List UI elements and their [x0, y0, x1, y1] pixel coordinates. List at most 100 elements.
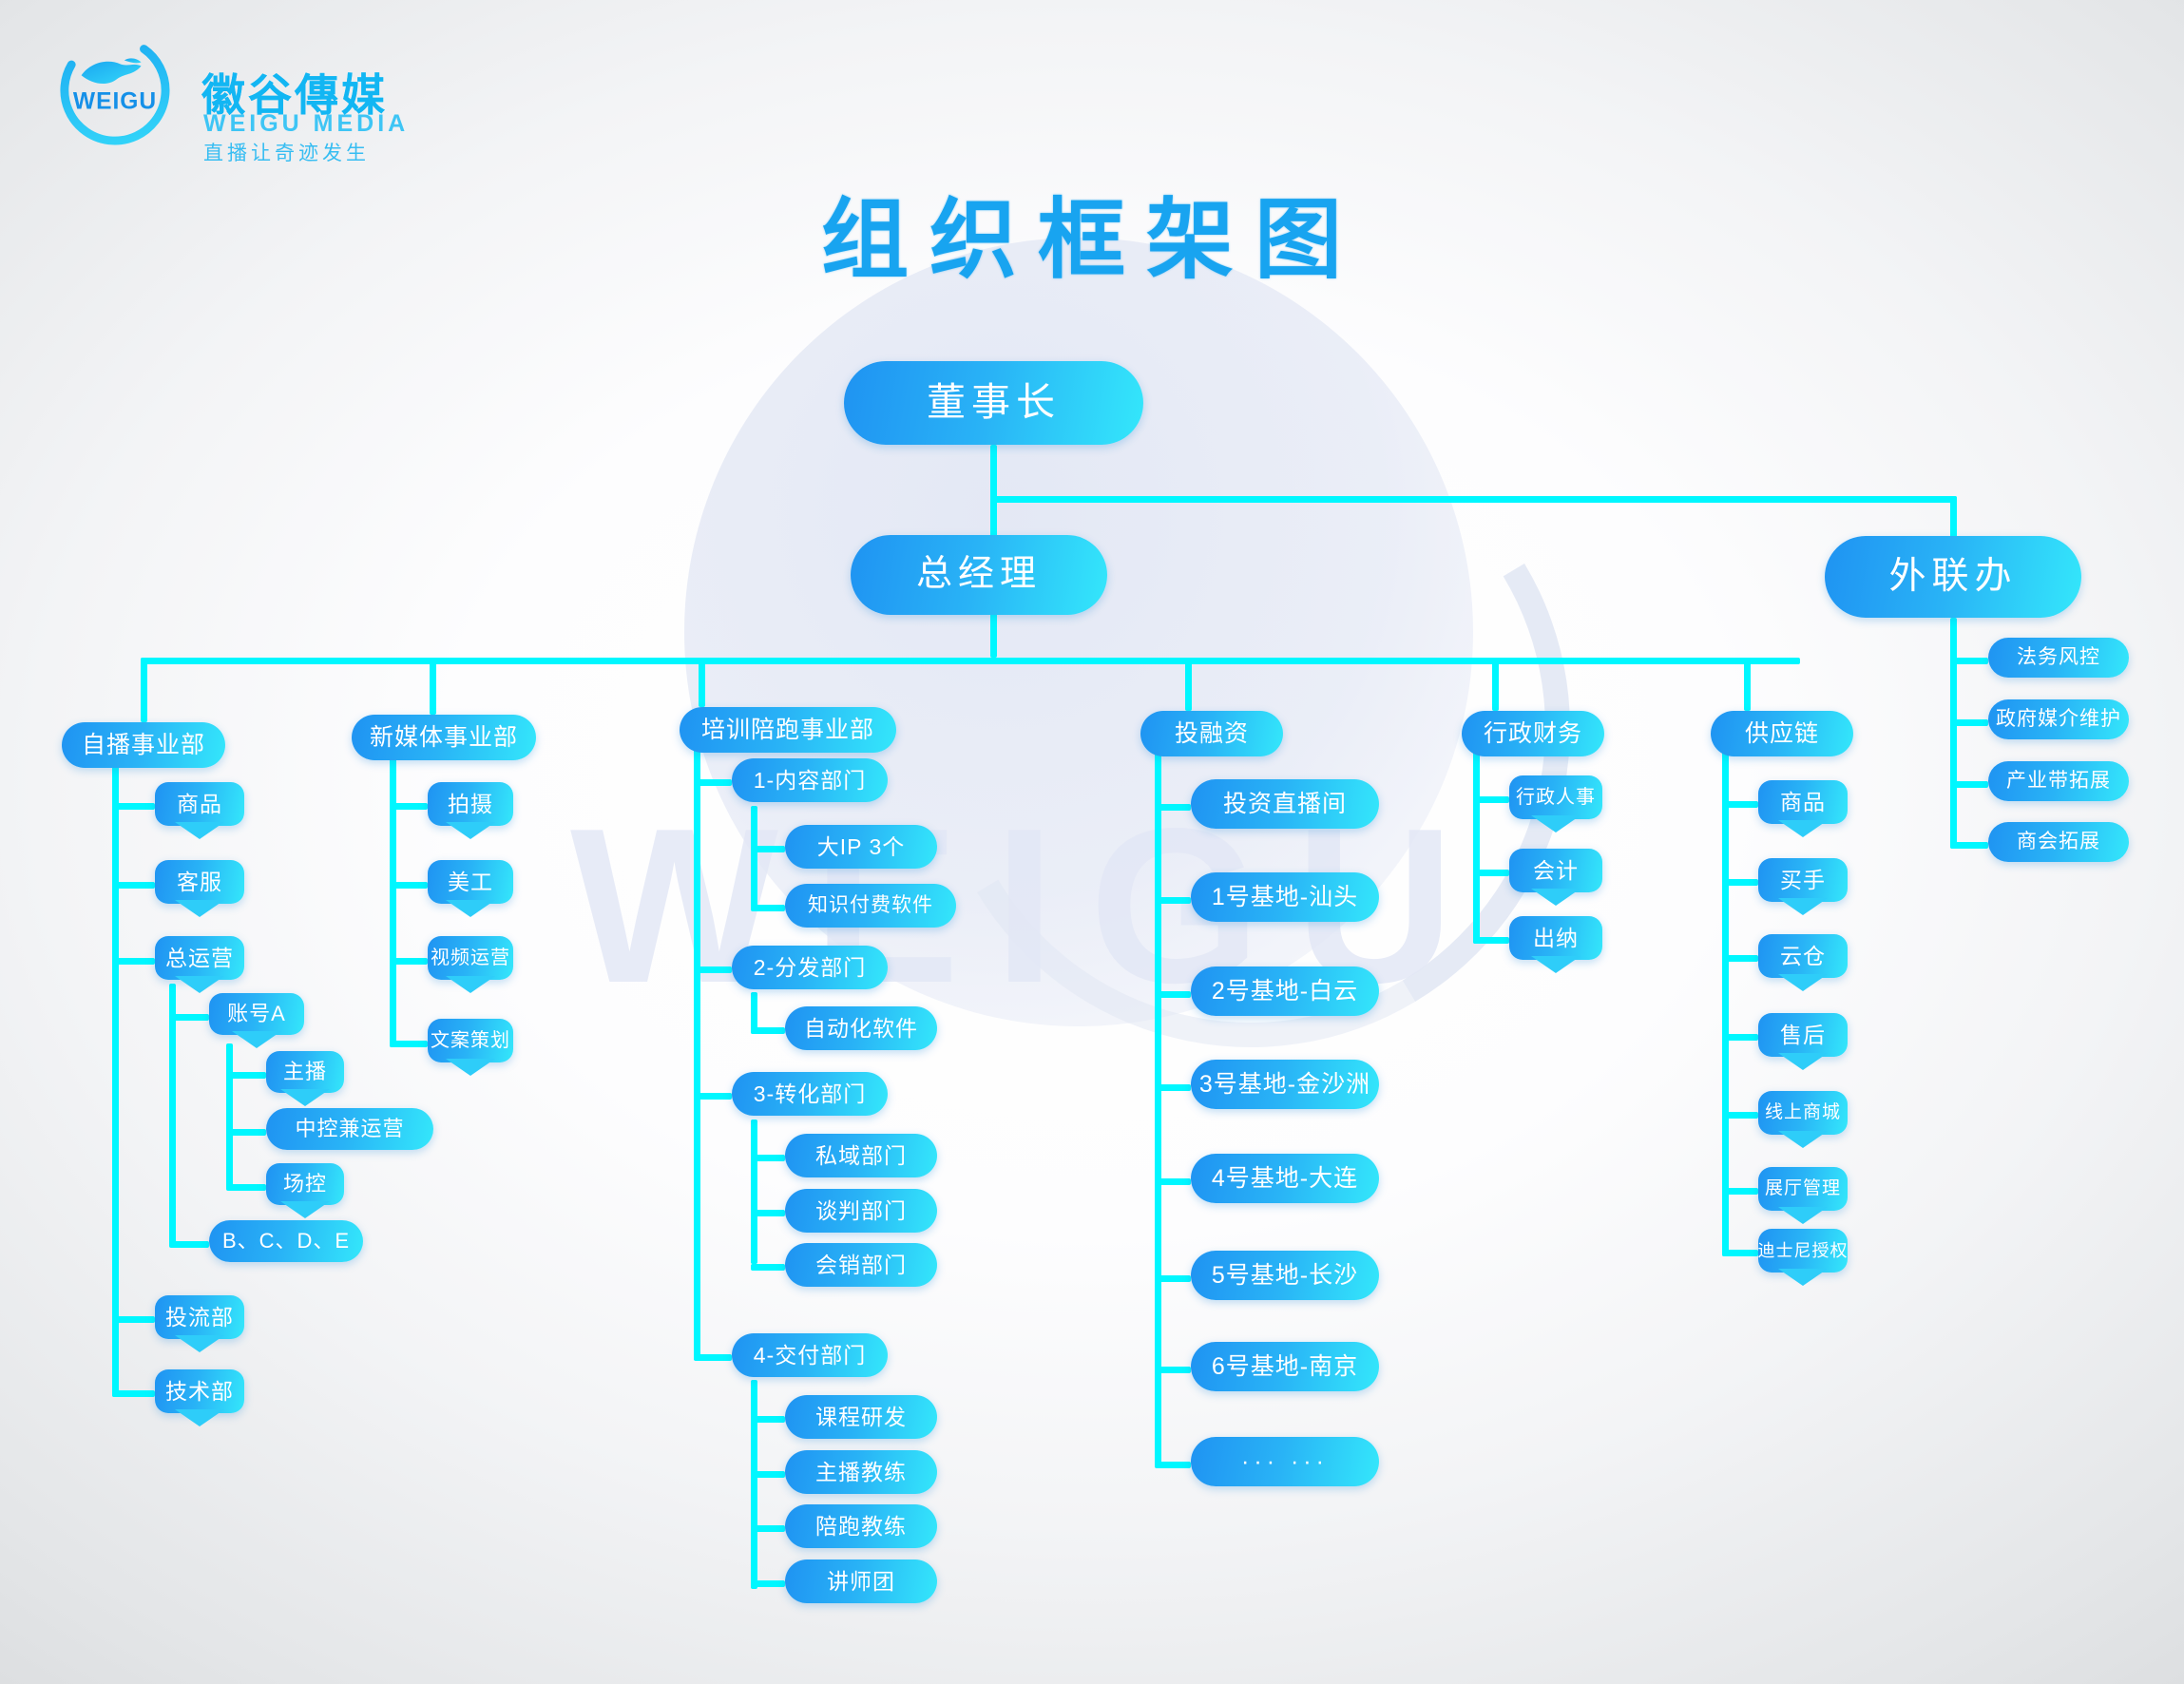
node-tr-big-ip[interactable]: 大IP 3个 [785, 825, 937, 869]
connector-tr3-b [751, 1210, 785, 1216]
connector-af-2 [1473, 870, 1509, 876]
connector-tr4-spine [751, 1380, 757, 1589]
node-tr-private-domain[interactable]: 私域部门 [785, 1134, 937, 1177]
node-ext-industry-belt[interactable]: 产业带拓展 [1988, 761, 2129, 801]
node-sb-accounts-bcde[interactable]: B、C、D、E [209, 1220, 363, 1262]
node-iv-base-4-dalian[interactable]: 4号基地-大连 [1191, 1154, 1379, 1203]
connector-bus-adminfin [1492, 658, 1499, 711]
node-tr-accompany-coach[interactable]: 陪跑教练 [785, 1504, 937, 1548]
brand-slogan: 直播让奇迹发生 [203, 143, 370, 164]
connector-bus-invest [1185, 658, 1192, 711]
node-admin-finance[interactable]: 行政财务 [1462, 711, 1604, 756]
node-nm-shooting[interactable]: 拍摄 [428, 782, 513, 826]
connector-main-bus [141, 658, 1800, 664]
node-tr-content-dept[interactable]: 1-内容部门 [732, 758, 888, 802]
node-af-admin-hr[interactable]: 行政人事 [1509, 775, 1602, 819]
node-general-manager[interactable]: 总经理 [851, 535, 1107, 615]
connector-tr1-spine [751, 806, 757, 910]
connector-top-bus [990, 496, 1957, 503]
node-new-media-division[interactable]: 新媒体事业部 [352, 715, 536, 760]
connector-iv-6 [1155, 1275, 1191, 1282]
node-tr-delivery-dept[interactable]: 4-交付部门 [732, 1333, 888, 1377]
node-self-broadcast-division[interactable]: 自播事业部 [62, 722, 225, 768]
connector-nm-3 [390, 958, 428, 965]
node-investment-financing[interactable]: 投融资 [1140, 711, 1283, 756]
node-sb-general-operations[interactable]: 总运营 [155, 936, 244, 980]
connector-tr-1 [694, 779, 732, 786]
node-ext-chamber[interactable]: 商会拓展 [1988, 822, 2129, 862]
node-iv-more[interactable]: ··· ··· [1191, 1437, 1379, 1486]
node-sb-account-a-floor-control[interactable]: 场控 [266, 1163, 344, 1205]
connector-tr4-a [751, 1416, 785, 1423]
connector-sb-2 [112, 882, 155, 889]
connector-sp-7 [1722, 1250, 1758, 1256]
node-sp-cloud-warehouse[interactable]: 云仓 [1758, 934, 1848, 978]
node-tr-distribution-dept[interactable]: 2-分发部门 [732, 946, 888, 989]
connector-sb-5 [112, 1390, 155, 1397]
node-sp-showroom-management[interactable]: 展厅管理 [1758, 1167, 1848, 1211]
connector-tr-spine [694, 737, 700, 1359]
node-sp-after-sales[interactable]: 售后 [1758, 1013, 1848, 1057]
node-af-accounting[interactable]: 会计 [1509, 849, 1602, 892]
node-sp-online-mall[interactable]: 线上商城 [1758, 1091, 1848, 1135]
node-sb-traffic-dept[interactable]: 投流部 [155, 1295, 244, 1339]
node-sb-account-a-central-control[interactable]: 中控兼运营 [266, 1108, 433, 1150]
connector-tr2-a [751, 1027, 785, 1034]
node-iv-base-2-baiyun[interactable]: 2号基地-白云 [1191, 966, 1379, 1016]
connector-chairman-down [990, 445, 997, 500]
node-tr-lecturer-team[interactable]: 讲师团 [785, 1560, 937, 1603]
connector-sp-6 [1722, 1188, 1758, 1195]
node-sp-buyer[interactable]: 买手 [1758, 858, 1848, 902]
node-sp-goods[interactable]: 商品 [1758, 780, 1848, 824]
connector-ext-3 [1950, 781, 1988, 788]
node-chairman[interactable]: 董事长 [844, 361, 1143, 445]
node-tr-anchor-coach[interactable]: 主播教练 [785, 1450, 937, 1494]
node-sp-disney-license[interactable]: 迪士尼授权 [1758, 1229, 1848, 1273]
node-iv-investment-livestream-room[interactable]: 投资直播间 [1191, 779, 1379, 829]
brand-wordmark-cn: 徽谷傳媒 [201, 61, 388, 124]
node-iv-base-6-nanjing[interactable]: 6号基地-南京 [1191, 1342, 1379, 1391]
connector-bus-training [699, 658, 705, 707]
node-ext-gov-media[interactable]: 政府媒介维护 [1988, 699, 2129, 739]
node-af-cashier[interactable]: 出纳 [1509, 916, 1602, 960]
node-tr-automation-software[interactable]: 自动化软件 [785, 1006, 937, 1050]
node-iv-base-1-shantou[interactable]: 1号基地-汕头 [1191, 872, 1379, 922]
node-tr-course-rnd[interactable]: 课程研发 [785, 1395, 937, 1439]
connector-sb3-spine [169, 984, 176, 1246]
node-training-division[interactable]: 培训陪跑事业部 [680, 707, 896, 753]
connector-sb-1 [112, 803, 155, 810]
connector-af-1 [1473, 796, 1509, 803]
connector-sb-4 [112, 1316, 155, 1323]
node-tr-negotiation[interactable]: 谈判部门 [785, 1189, 937, 1233]
connector-iv-7 [1155, 1367, 1191, 1373]
node-external-liaison-office[interactable]: 外联办 [1825, 536, 2081, 618]
node-sb-customer-service[interactable]: 客服 [155, 860, 244, 904]
connector-sp-spine [1722, 741, 1729, 1256]
connector-sp-1 [1722, 801, 1758, 808]
node-iv-base-3-jinshazhou[interactable]: 3号基地-金沙洲 [1191, 1060, 1379, 1109]
connector-tr-3 [694, 1093, 732, 1100]
node-supply-chain[interactable]: 供应链 [1711, 711, 1853, 756]
node-tr-conversion-dept[interactable]: 3-转化部门 [732, 1072, 888, 1116]
connector-tr4-b [751, 1471, 785, 1478]
node-sb-account-a[interactable]: 账号A [209, 993, 304, 1035]
weigu-globe-icon: WEIGU [60, 35, 170, 145]
node-nm-video-operations[interactable]: 视频运营 [428, 936, 513, 980]
node-sb-tech-dept[interactable]: 技术部 [155, 1369, 244, 1413]
node-nm-art-design[interactable]: 美工 [428, 860, 513, 904]
connector-iv-spine [1155, 741, 1161, 1467]
node-iv-base-5-changsha[interactable]: 5号基地-长沙 [1191, 1251, 1379, 1300]
node-tr-knowledge-paid-software[interactable]: 知识付费软件 [785, 884, 956, 928]
node-nm-copywriting[interactable]: 文案策划 [428, 1019, 513, 1062]
node-sb-goods[interactable]: 商品 [155, 782, 244, 826]
connector-iv-2 [1155, 897, 1191, 904]
connector-ext-4 [1950, 842, 1988, 849]
connector-accta-2 [226, 1129, 266, 1136]
connector-bus-newmedia [430, 658, 436, 715]
connector-iv-4 [1155, 1084, 1191, 1091]
node-sb-account-a-anchor[interactable]: 主播 [266, 1051, 344, 1093]
node-tr-conference-sales[interactable]: 会销部门 [785, 1243, 937, 1287]
node-ext-legal-risk[interactable]: 法务风控 [1988, 638, 2129, 678]
connector-sp-5 [1722, 1112, 1758, 1119]
connector-bus-supply [1744, 658, 1751, 711]
